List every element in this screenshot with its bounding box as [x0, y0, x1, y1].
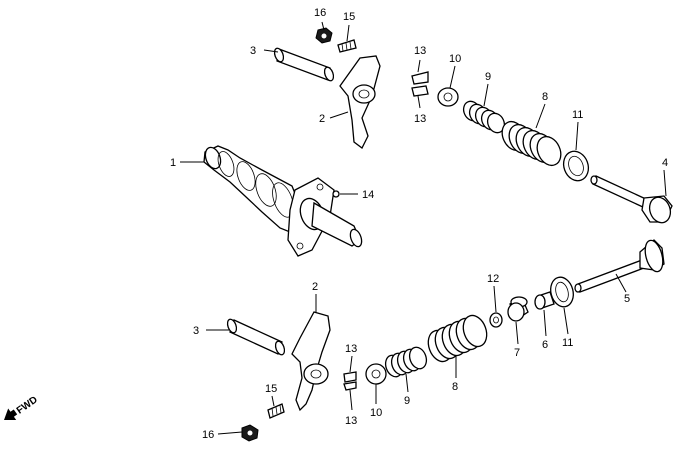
intake-valve: [574, 239, 665, 293]
callout-13-lower-top: 13: [345, 343, 357, 355]
callout-8-upper: 8: [542, 91, 548, 103]
callout-7: 7: [514, 347, 520, 359]
callout-2-lower: 2: [312, 281, 318, 293]
callout-14: 14: [362, 189, 374, 201]
nut-upper: [315, 27, 333, 44]
valve-stem-seal: [507, 296, 529, 322]
rocker-arm-shaft-upper: [273, 47, 335, 82]
callout-11-lower: 11: [562, 337, 573, 349]
callout-9-lower: 9: [404, 395, 410, 407]
callout-4: 4: [662, 157, 668, 169]
callout-10-upper: 10: [449, 53, 461, 65]
callout-10-lower: 10: [370, 407, 382, 419]
callout-3-upper: 3: [250, 45, 256, 57]
callout-6: 6: [542, 339, 548, 351]
leader-lines: [180, 21, 667, 435]
inner-spring-lower: [384, 346, 428, 378]
valve-guide: [534, 291, 555, 310]
callout-15-upper: 15: [343, 11, 355, 23]
valve-cotters-lower: [343, 371, 357, 391]
callout-11-upper: 11: [572, 109, 583, 121]
adjusting-screw-lower: [267, 403, 285, 419]
callout-13-lower-bottom: 13: [345, 415, 357, 427]
callout-13-upper-top: 13: [414, 45, 426, 57]
callout-1: 1: [170, 157, 176, 169]
callout-16-lower: 16: [202, 429, 214, 441]
inner-spring-upper: [462, 100, 506, 134]
rocker-arm-lower: [291, 311, 331, 412]
callout-3-lower: 3: [193, 325, 199, 337]
callout-16-upper: 16: [314, 7, 326, 19]
nut-lower: [241, 424, 259, 442]
callout-9-upper: 9: [485, 71, 491, 83]
adjusting-screw-upper: [337, 39, 357, 53]
camshaft: [203, 145, 363, 257]
o-ring-lower: [550, 276, 574, 308]
outer-spring-lower: [427, 314, 488, 363]
forward-direction-arrow: FWD: [4, 394, 40, 420]
callout-5: 5: [624, 293, 630, 305]
callout-2-upper: 2: [319, 113, 325, 125]
exhaust-valve: [590, 175, 673, 224]
dowel-pin: [332, 190, 340, 198]
spring-retainer-lower: [365, 363, 387, 385]
spring-seat-washer: [489, 312, 503, 328]
callout-12: 12: [487, 273, 499, 285]
o-ring-upper: [562, 150, 590, 182]
callout-8-lower: 8: [452, 381, 458, 393]
valve-cotters-upper: [411, 71, 429, 97]
fwd-label: FWD: [15, 394, 40, 416]
rocker-arm-upper: [339, 55, 381, 149]
rocker-arm-shaft-lower: [226, 318, 286, 356]
callout-13-upper-bottom: 13: [414, 113, 426, 125]
outer-spring-upper: [501, 120, 562, 167]
callout-15-lower: 15: [265, 383, 277, 395]
spring-retainer-upper: [437, 87, 459, 107]
callout-labels: 1 2 2 3 3 4 5 6 7 8 8 9 9 10 10 11 11 12…: [170, 7, 668, 441]
